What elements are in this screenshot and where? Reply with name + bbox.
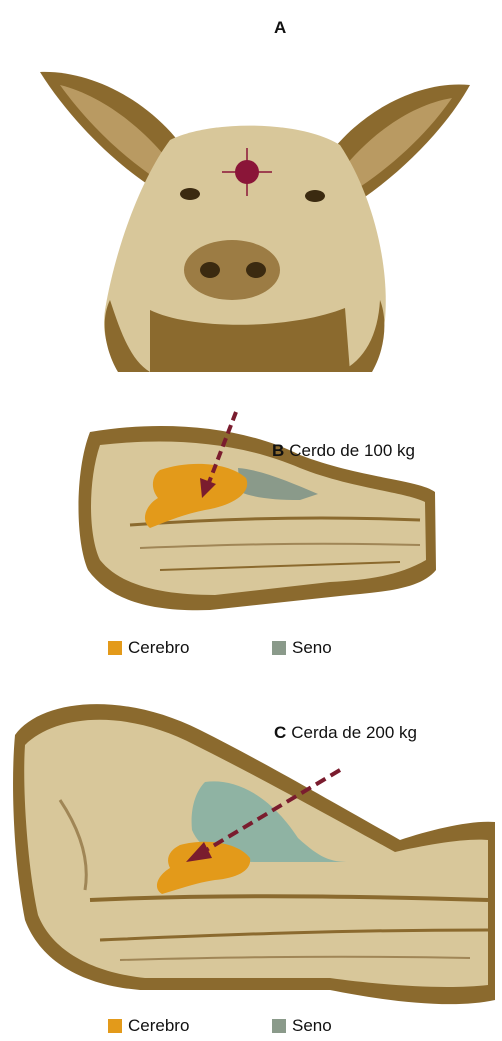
section-200kg [13,704,495,1004]
panel-c-letter: C [274,723,286,742]
legend-b-brain-label: Cerebro [128,638,189,658]
legend-c-sinus-label: Seno [292,1016,332,1036]
brain-swatch-icon [108,641,122,655]
panel-b-caption-text: Cerdo de 100 kg [289,441,415,460]
sinus-swatch-icon [272,641,286,655]
legend-b-brain: Cerebro [108,638,189,658]
sinus-swatch-icon [272,1019,286,1033]
legend-b-sinus: Seno [272,638,332,658]
legend-c-brain-label: Cerebro [128,1016,189,1036]
legend-c-sinus: Seno [272,1016,332,1036]
panel-b-caption: B Cerdo de 100 kg [272,441,415,461]
panel-c-caption: C Cerda de 200 kg [274,723,417,743]
pig-head-illustration [40,72,470,372]
panel-b-letter: B [272,441,284,460]
panel-c-caption-text: Cerda de 200 kg [291,723,417,742]
legend-c-brain: Cerebro [108,1016,189,1036]
brain-swatch-icon [108,1019,122,1033]
legend-b-sinus-label: Seno [292,638,332,658]
